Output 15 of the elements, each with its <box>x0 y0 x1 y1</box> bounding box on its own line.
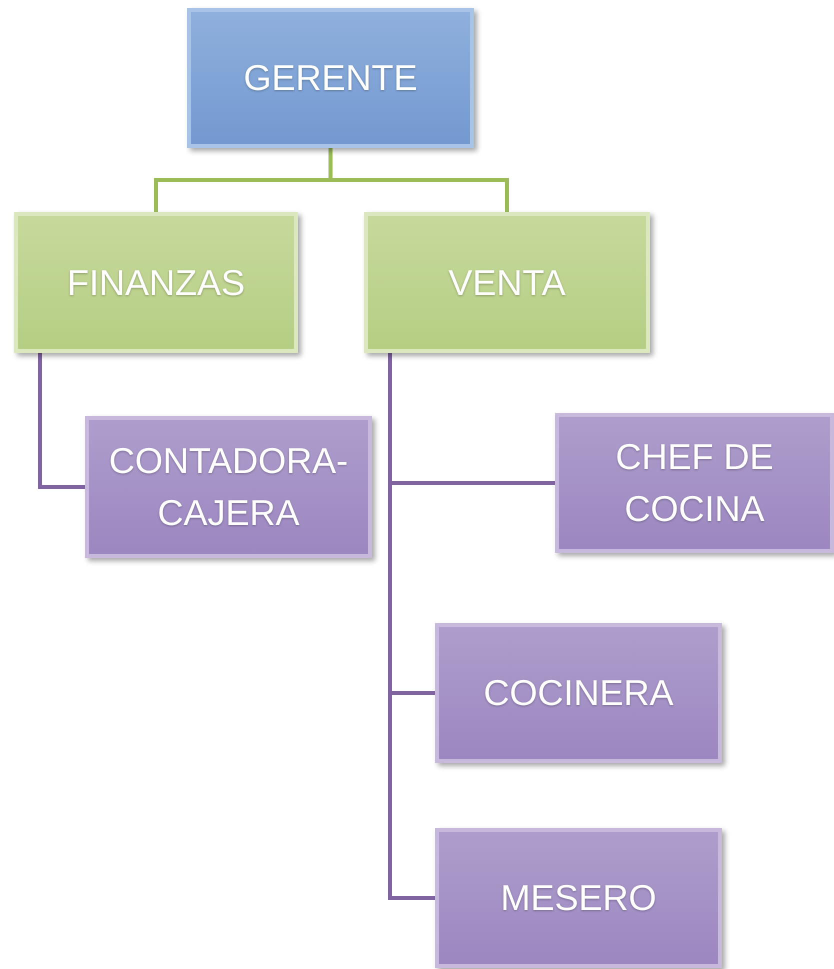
org-chart-box <box>187 8 474 148</box>
box-label: CONTADORA-CAJERA <box>108 439 350 535</box>
box-label: COCINERA <box>483 671 674 715</box>
org-chart-box <box>85 416 372 558</box>
box-label: FINANZAS <box>66 260 245 304</box>
org-chart-box <box>14 212 298 353</box>
org-chart-box <box>555 413 834 553</box>
box-label: MESERO <box>500 876 657 920</box>
box-label: CHEF DE COCINA <box>614 435 774 531</box>
org-chart-box <box>364 212 650 353</box>
box-label: VENTA <box>448 260 566 304</box>
connector-line <box>38 353 85 489</box>
org-chart-box <box>435 623 722 763</box>
box-label: GERENTE <box>243 56 418 100</box>
org-chart-box <box>435 828 722 968</box>
